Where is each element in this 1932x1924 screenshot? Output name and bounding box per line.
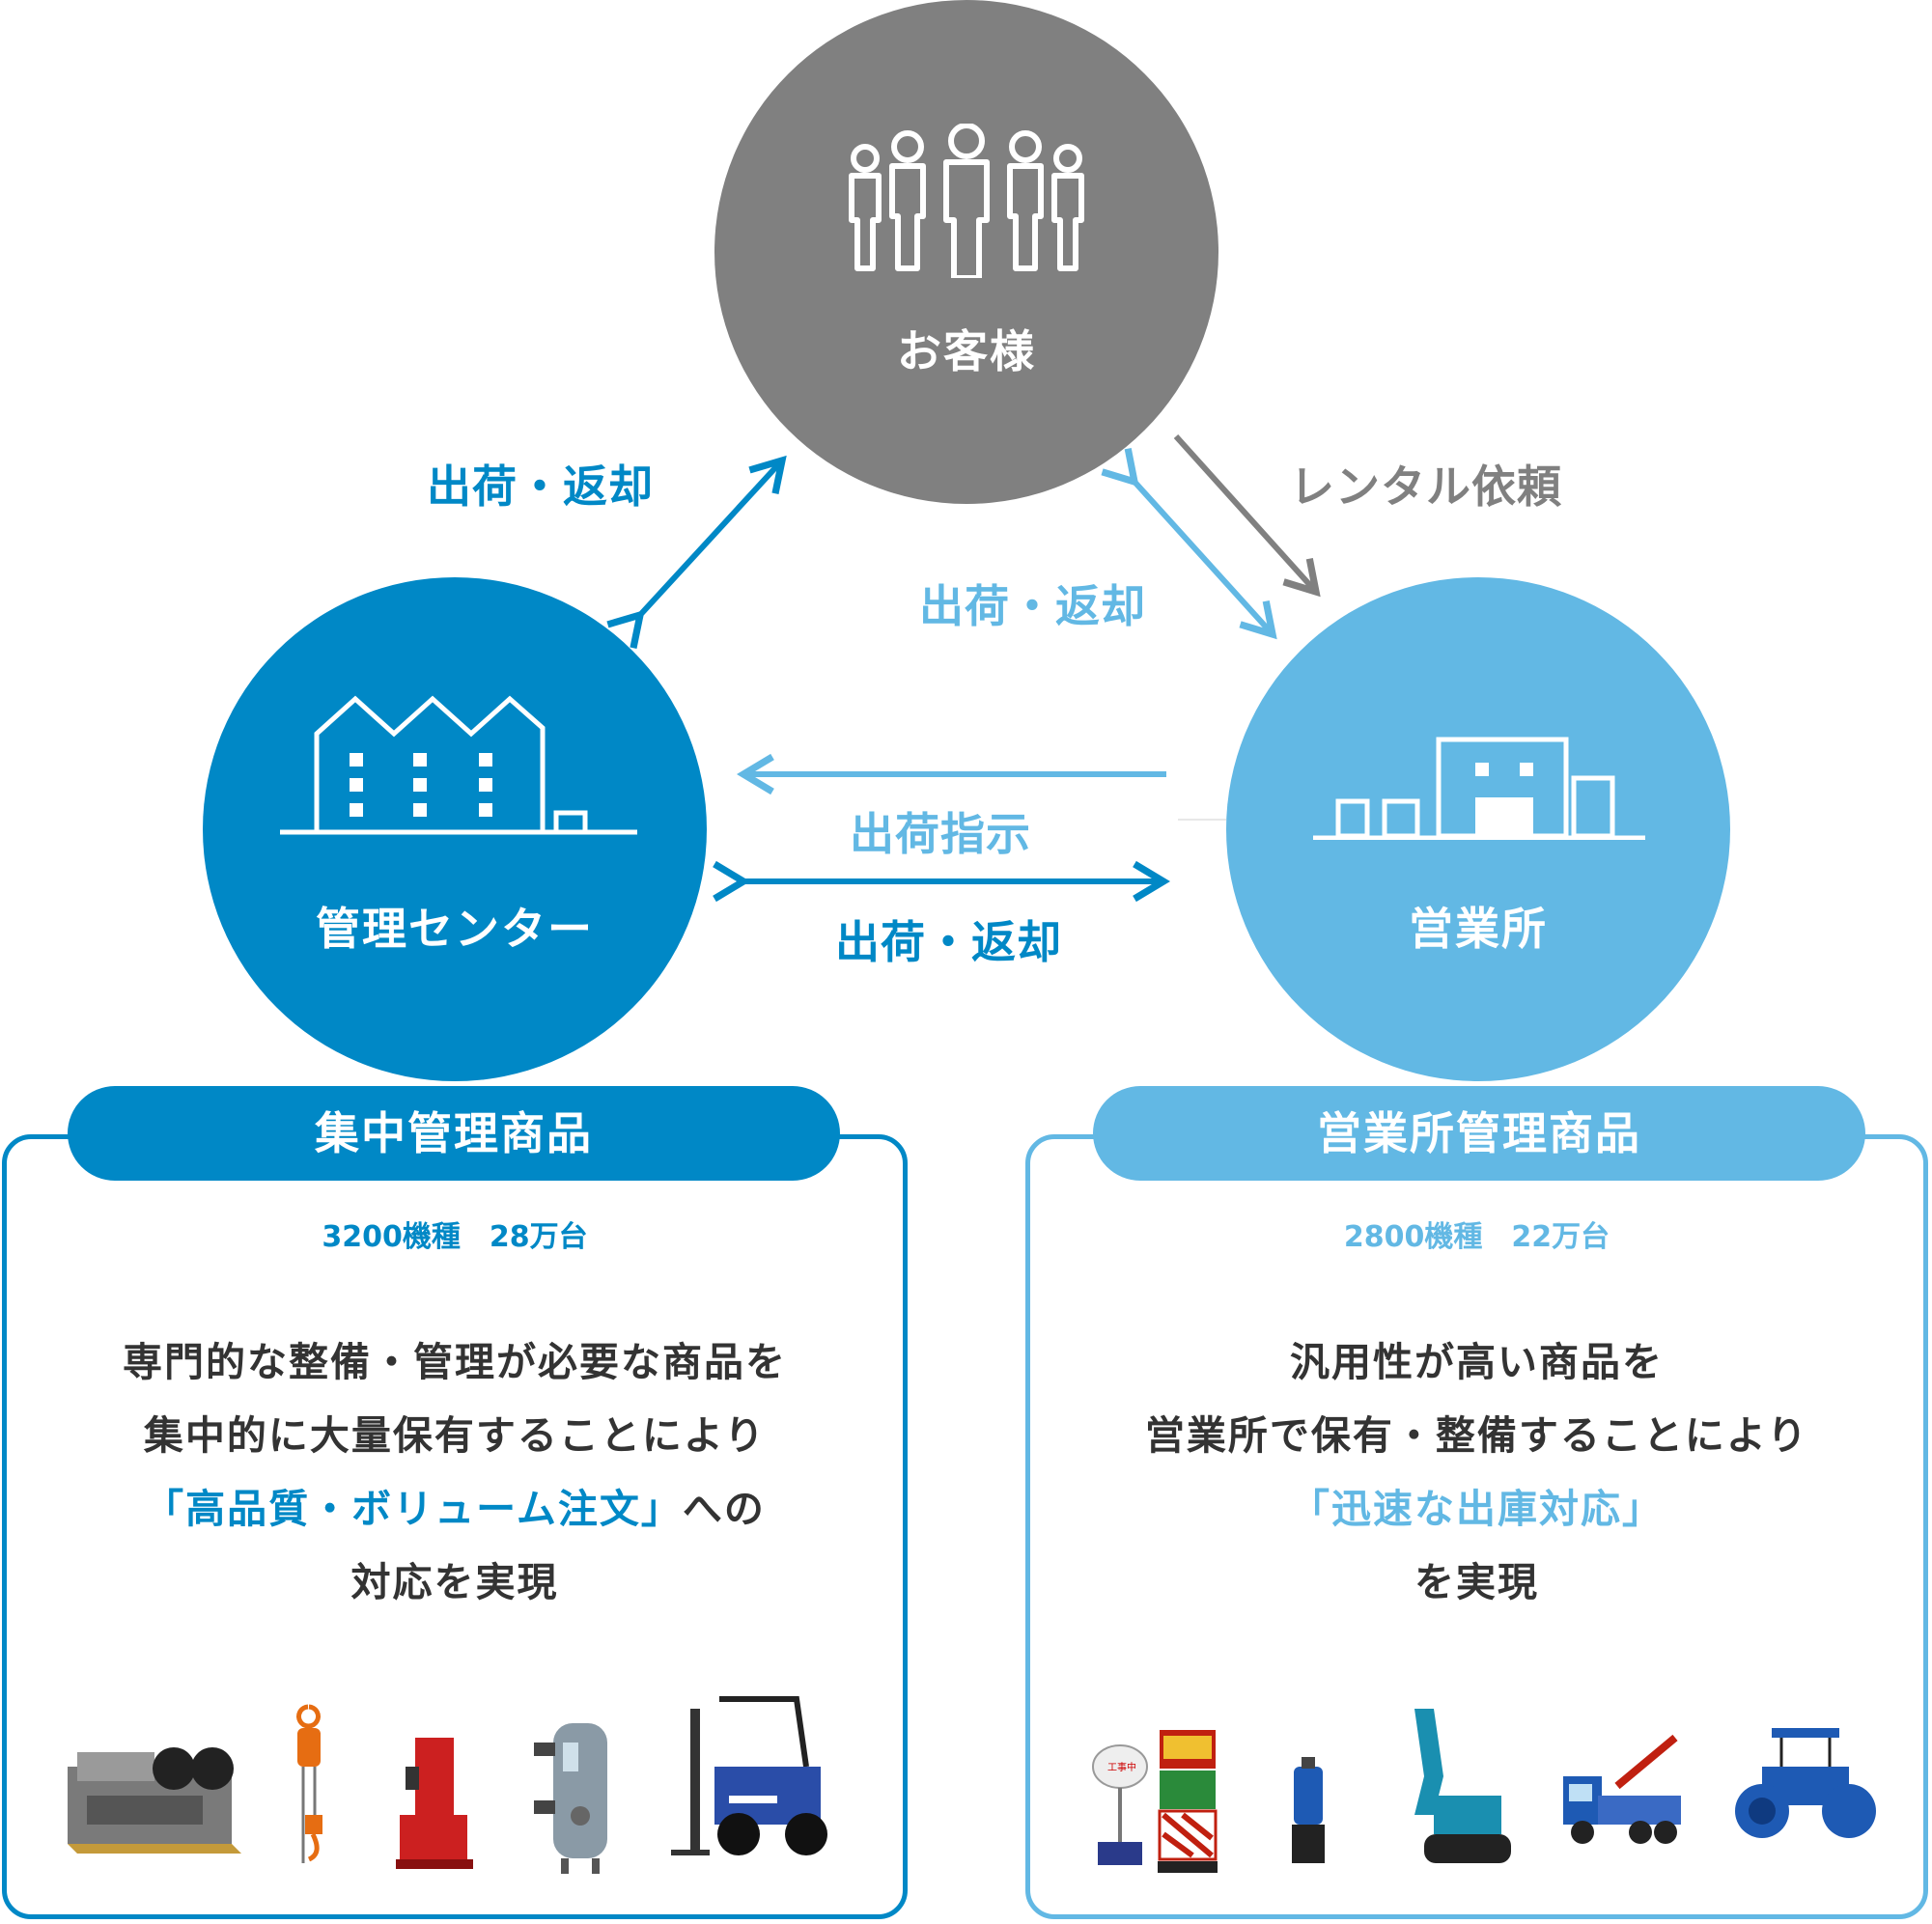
center-node: 管理センター [203, 577, 707, 1081]
edge-label-rental-request: レンタル依頼 [1290, 460, 1562, 513]
balloon-light-image: 工事中 [1092, 1744, 1148, 1865]
edge-label-center-office: 出荷・返却 [835, 916, 1062, 968]
center-label: 管理センター [316, 903, 594, 955]
forklift-image [671, 1696, 827, 1855]
desc-line-1: 専門的な整備・管理が必要な商品を [123, 1339, 787, 1385]
office-products-stats: 2800機種 22万台 [1343, 1220, 1610, 1254]
office-label: 営業所 [1409, 903, 1548, 955]
arrow-center-customer [606, 455, 787, 649]
centralized-products-description: 専門的な整備・管理が必要な商品を 集中的に大量保有することにより 「高品質・ボリ… [2, 1325, 908, 1619]
road-roller-image [1735, 1728, 1876, 1838]
people-icon [849, 124, 1084, 278]
desc-line-2: 集中的に大量保有することにより [143, 1412, 767, 1459]
desc-line-4: を実現 [1414, 1559, 1539, 1605]
office-products-title: 営業所管理商品 [1093, 1086, 1865, 1181]
office-building-icon [1313, 737, 1645, 840]
office-node: 営業所 [1226, 577, 1730, 1081]
submersible-pump-image [1292, 1757, 1325, 1863]
centralized-products-stats: 3200機種 28万台 [322, 1220, 588, 1254]
arrow-office-customer [1101, 447, 1277, 640]
sign-board-image [1158, 1730, 1218, 1873]
customer-node: お客様 [714, 0, 1218, 504]
desc-line-4: 対応を実現 [350, 1559, 559, 1605]
toe-jack-image [396, 1738, 473, 1869]
warehouse-icon [280, 695, 637, 835]
svg-text:工事中: 工事中 [1107, 1761, 1136, 1773]
desc-line-2: 営業所で保有・整備することにより [1144, 1412, 1809, 1459]
office-products-description: 汎用性が高い商品を 営業所で保有・整備することにより 「迅速な出庫対応」 を実現 [1025, 1325, 1928, 1619]
excavator-image [1414, 1709, 1511, 1863]
desc-highlight: 「高品質・ボリューム注文」 [144, 1486, 683, 1532]
customer-label: お客様 [897, 325, 1036, 377]
edge-label-center-customer: 出荷・返却 [427, 460, 654, 513]
desc-line-1: 汎用性が高い商品を [1290, 1339, 1664, 1385]
desc-line-3: 「高品質・ボリューム注文」への [2, 1472, 908, 1546]
edge-label-office-customer: 出荷・返却 [919, 580, 1146, 632]
centralized-products-title: 集中管理商品 [68, 1086, 840, 1181]
engine-unit-image [68, 1747, 241, 1854]
edge-label-shipping-instruction: 出荷指示 [850, 808, 1031, 860]
desc-line-3: 「迅速な出庫対応」 [1025, 1472, 1928, 1546]
desc-line-3-rest: への [682, 1486, 766, 1532]
crane-truck-image [1563, 1734, 1681, 1844]
desc-highlight: 「迅速な出庫対応」 [1290, 1486, 1664, 1532]
air-tank-image [534, 1723, 607, 1874]
chain-hoist-image [296, 1704, 322, 1863]
